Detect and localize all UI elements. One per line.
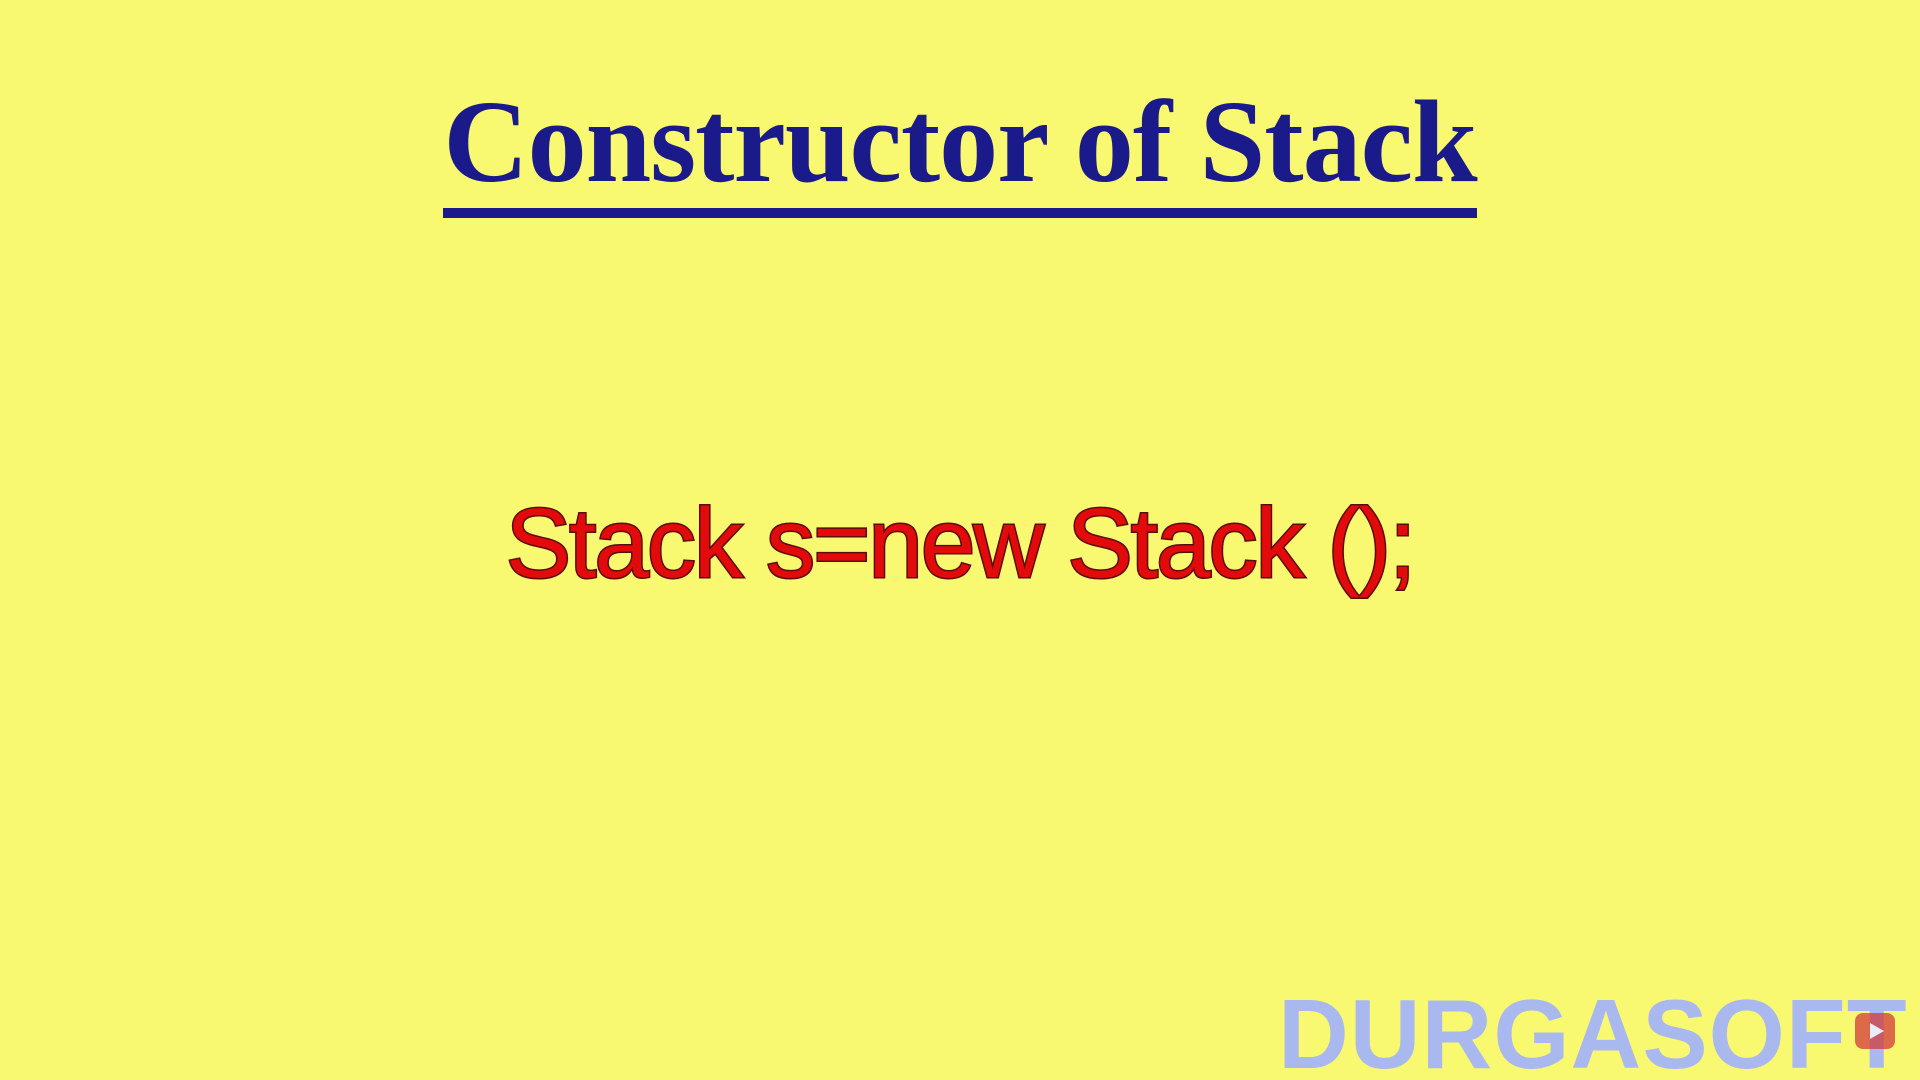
- code-snippet: Stack s=new Stack ();: [504, 487, 1417, 600]
- watermark: DURGASOFT: [1278, 979, 1908, 1080]
- youtube-play-icon[interactable]: [1855, 1013, 1895, 1049]
- slide-title: Constructor of Stack: [443, 82, 1478, 218]
- code-line-container: Stack s=new Stack ();: [0, 487, 1920, 600]
- slide-title-container: Constructor of Stack: [0, 82, 1920, 218]
